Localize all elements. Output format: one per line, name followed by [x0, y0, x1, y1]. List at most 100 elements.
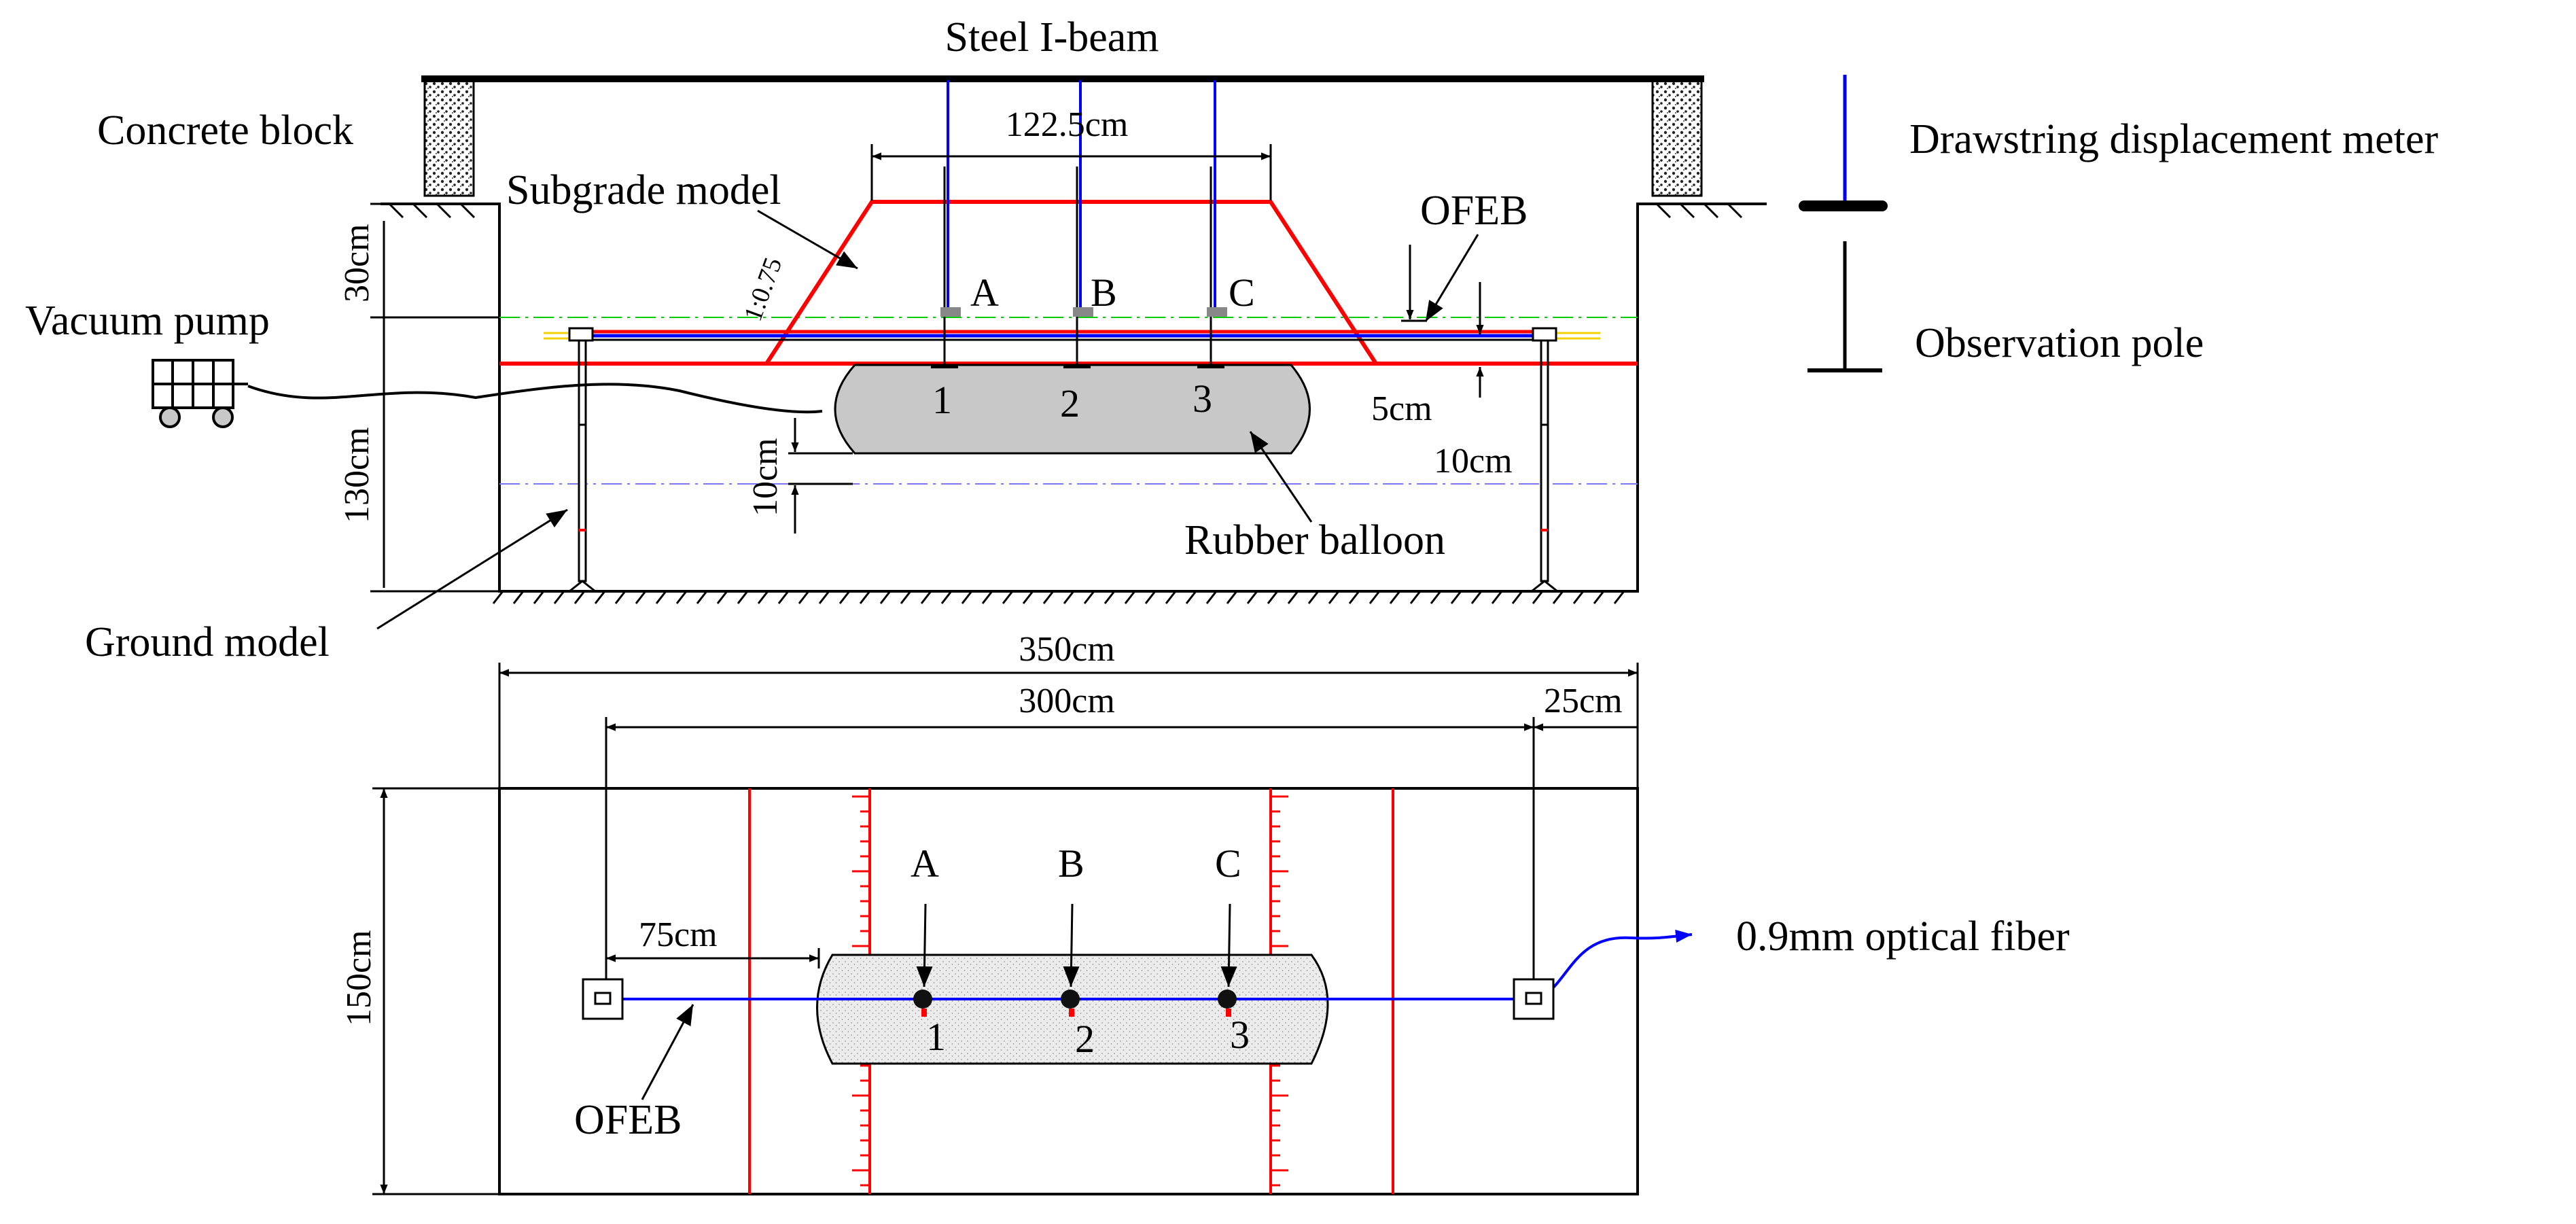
vacuum-hose	[247, 383, 823, 414]
section-number-3: 3	[1193, 377, 1212, 421]
label-ofeb-top: OFEB	[1420, 188, 1528, 234]
arrow-rubber-balloon	[1249, 431, 1313, 523]
hatch-mark	[1572, 591, 1585, 604]
hatch-mark	[940, 591, 953, 604]
hatch-mark	[1267, 591, 1279, 604]
anchor-left	[568, 327, 596, 593]
plan-number-3: 3	[1230, 1013, 1250, 1057]
arrow-subgrade	[757, 209, 858, 270]
hatch-mark	[818, 591, 830, 604]
hatch-mark	[1307, 591, 1320, 604]
vacuum-pump-icon	[152, 359, 248, 428]
surface-hatch-left	[388, 203, 476, 219]
dim-ground-height: 130cm	[338, 427, 376, 523]
dim-plan-width: 150cm	[340, 930, 378, 1026]
hatch-mark	[614, 591, 627, 604]
hatch-mark	[1002, 591, 1014, 604]
dim-subgrade-height: 30cm	[338, 224, 376, 302]
hatch-mark	[655, 591, 667, 604]
plan-number-2: 2	[1075, 1017, 1095, 1061]
hatch-mark	[1185, 591, 1197, 604]
hatch-mark	[1287, 591, 1299, 604]
dim-balloon-offset: 10cm	[746, 438, 785, 517]
hatch-mark	[1042, 591, 1055, 604]
surface-hatch-right	[1655, 203, 1743, 219]
label-drawstring-meter: Drawstring displacement meter	[1909, 116, 2439, 162]
label-observation-pole: Observation pole	[1915, 320, 2204, 366]
hatch-mark	[1430, 591, 1442, 604]
hatch-mark	[737, 591, 749, 604]
hatch-mark	[839, 591, 851, 604]
hatch-mark	[1205, 591, 1218, 604]
hatch-mark	[696, 591, 708, 604]
hatch-mark	[1226, 591, 1238, 604]
hatch-mark	[777, 591, 790, 604]
plan-letter-b: B	[1058, 841, 1084, 886]
label-subgrade-model: Subgrade model	[506, 167, 781, 213]
hatch-mark	[1593, 591, 1605, 604]
drawstring-lines	[947, 80, 1216, 309]
label-ground-model: Ground model	[85, 619, 330, 665]
arrow-ofeb-bottom	[641, 1004, 694, 1100]
label-steel-ibeam: Steel I-beam	[945, 14, 1159, 60]
section-number-2: 2	[1060, 381, 1080, 425]
hatch-mark	[1369, 591, 1381, 604]
label-concrete-block: Concrete block	[97, 107, 353, 154]
hatch-mark	[533, 591, 545, 604]
hatch-mark	[1470, 591, 1483, 604]
observation-poles	[943, 167, 1212, 367]
plan-outline	[498, 787, 1639, 1195]
plan-letter-c: C	[1215, 841, 1241, 886]
hatch-mark	[900, 591, 912, 604]
hatch-mark	[1552, 591, 1564, 604]
anchor-right	[1531, 327, 1558, 593]
hatch-mark	[1083, 591, 1095, 604]
subgrade-embankment	[764, 200, 1378, 365]
section-letter-a: A	[970, 270, 999, 315]
hatch-mark	[1124, 591, 1136, 604]
hatch-mark	[594, 591, 606, 604]
dim-anchor-span: 300cm	[1019, 682, 1115, 720]
dim-beam-gap: 5cm	[1371, 389, 1432, 428]
hatch-mark	[981, 591, 993, 604]
concrete-block-right	[1651, 79, 1703, 197]
plan-letter-a: A	[911, 841, 939, 886]
dim-balloon-start: 75cm	[639, 915, 718, 954]
hatch-mark	[1165, 591, 1177, 604]
label-ofeb-bottom: OFEB	[574, 1097, 682, 1143]
hatch-mark	[798, 591, 810, 604]
plan-anchor-right	[1513, 978, 1555, 1020]
plan-number-1: 1	[926, 1015, 946, 1059]
hatch-mark	[1246, 591, 1258, 604]
ground-hatching	[492, 590, 1638, 604]
label-rubber-balloon: Rubber balloon	[1184, 517, 1445, 563]
plan-anchor-left	[582, 978, 624, 1020]
dim-beam-offset: 10cm	[1434, 442, 1513, 480]
hatch-mark	[757, 591, 769, 604]
hatch-mark	[553, 591, 565, 604]
dim-total-length: 350cm	[1019, 630, 1115, 669]
hatch-mark	[1450, 591, 1462, 604]
hatch-mark	[1491, 591, 1503, 604]
label-optical-fiber: 0.9mm optical fiber	[1736, 913, 2070, 960]
rubber-balloon-section	[834, 364, 1311, 455]
optical-fiber-curve	[1542, 929, 1693, 997]
hatch-mark	[859, 591, 871, 604]
hatch-mark	[675, 591, 688, 604]
arrow-ground-model	[376, 508, 568, 630]
arrow-ofeb-top	[1424, 234, 1479, 322]
dim-top-width: 122.5cm	[1006, 105, 1129, 144]
hatch-mark	[1022, 591, 1034, 604]
hatch-mark	[574, 591, 586, 604]
hatch-mark	[1532, 591, 1544, 604]
hatch-mark	[1328, 591, 1340, 604]
hatch-mark	[492, 591, 504, 604]
hatch-mark	[1613, 591, 1625, 604]
hatch-mark	[961, 591, 973, 604]
hatch-mark	[1063, 591, 1075, 604]
section-number-1: 1	[932, 378, 952, 422]
section-letter-b: B	[1091, 270, 1117, 315]
label-vacuum-pump: Vacuum pump	[25, 298, 270, 344]
hatch-mark	[512, 591, 525, 604]
